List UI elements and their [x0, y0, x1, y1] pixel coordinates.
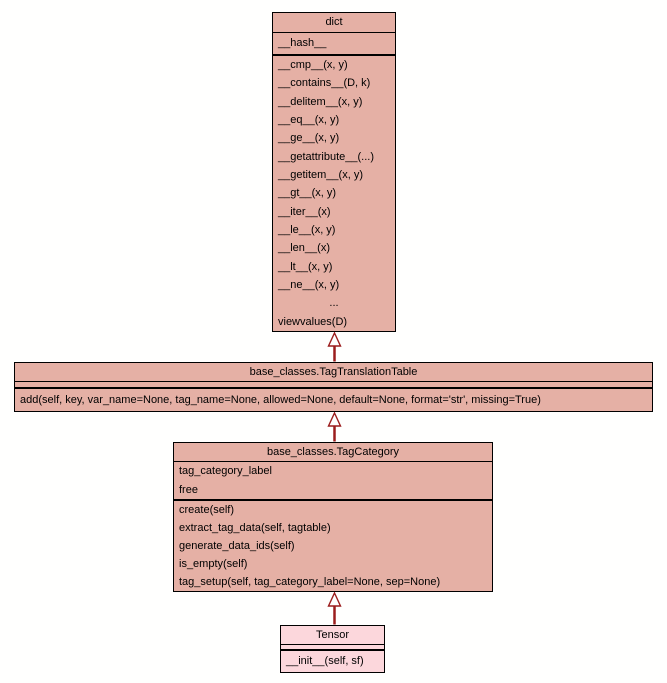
method: tag_setup(self, tag_category_label=None,…: [179, 576, 441, 588]
method: __ge__(x, y): [278, 132, 340, 145]
method: __getattribute__(...): [278, 150, 375, 163]
method: __iter__(x): [278, 205, 331, 218]
attribute: free: [179, 483, 198, 496]
method: __len__(x): [278, 242, 330, 255]
method: viewvalues(D): [278, 315, 348, 328]
method: is_empty(self): [179, 558, 248, 570]
method: __contains__(D, k): [278, 77, 371, 90]
method: __lt__(x, y): [278, 260, 333, 273]
class-box-tagtranslationtable: base_classes.TagTranslationTable add(sel…: [14, 362, 653, 412]
method: generate_data_ids(self): [179, 540, 295, 552]
class-title-tagtranslationtable: base_classes.TagTranslationTable: [15, 363, 652, 382]
inheritance-arrow-tagtranslationtable-to-dict: [327, 332, 342, 362]
method: add(self, key, var_name=None, tag_name=N…: [20, 394, 541, 406]
class-methods-tagcategory: create(self) extract_tag_data(self, tagt…: [174, 501, 492, 591]
class-attributes-tensor-empty: [281, 645, 384, 651]
method: __init__(self, sf): [286, 655, 364, 667]
class-title-dict: dict: [273, 13, 395, 33]
method: __getitem__(x, y): [278, 168, 363, 181]
method: __eq__(x, y): [278, 113, 340, 126]
class-attributes-tagcategory: tag_category_label free: [174, 462, 492, 501]
method: __ne__(x, y): [278, 278, 340, 291]
method: __le__(x, y): [278, 223, 336, 236]
method: __cmp__(x, y): [278, 59, 348, 71]
class-methods-tagtranslationtable: add(self, key, var_name=None, tag_name=N…: [15, 389, 652, 411]
methods-ellipsis: ...: [329, 297, 339, 310]
class-methods-dict: __cmp__(x, y) __contains__(D, k) __delit…: [273, 56, 395, 331]
method: __gt__(x, y): [278, 187, 337, 200]
method: create(self): [179, 504, 235, 516]
class-title-tensor: Tensor: [281, 626, 384, 645]
class-methods-tensor: __init__(self, sf): [281, 651, 384, 672]
class-attributes-dict: __hash__: [273, 33, 395, 56]
inheritance-arrow-tagcategory-to-tagtranslationtable: [327, 412, 342, 442]
method: extract_tag_data(self, tagtable): [179, 522, 331, 534]
class-attributes-tagtranslationtable-empty: [15, 382, 652, 389]
class-box-dict: dict __hash__ __cmp__(x, y) __contains__…: [272, 12, 396, 332]
class-title-tagcategory: base_classes.TagCategory: [174, 443, 492, 462]
attribute: tag_category_label: [179, 465, 272, 477]
class-box-tagcategory: base_classes.TagCategory tag_category_la…: [173, 442, 493, 592]
attribute: __hash__: [278, 37, 327, 49]
class-box-tensor: Tensor __init__(self, sf): [280, 625, 385, 673]
method: __delitem__(x, y): [278, 95, 363, 108]
inheritance-arrow-tensor-to-tagcategory: [327, 592, 342, 625]
